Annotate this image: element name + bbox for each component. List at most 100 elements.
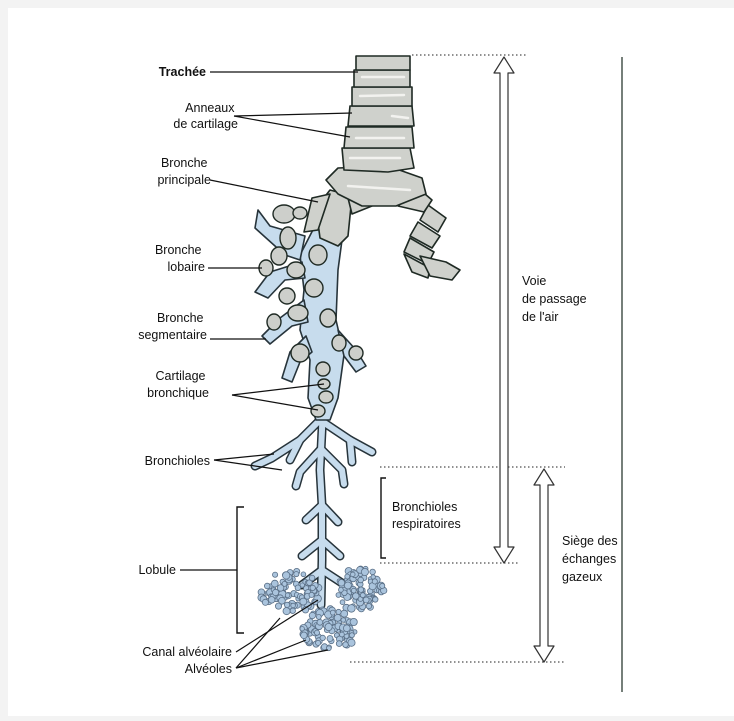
alveolus-0-94: [300, 598, 307, 605]
alveolus-2-92: [325, 623, 332, 630]
label-bronche-principale-line1: Bronche: [161, 156, 208, 170]
label-voie-line1: Voie: [522, 274, 546, 288]
respiratory-bronchioles-bracket: [381, 478, 386, 558]
alveolus-0-79: [291, 603, 296, 608]
alveolus-2-90: [340, 632, 345, 637]
airway-illustration: [255, 56, 460, 651]
label-bronchioles: Bronchioles: [145, 454, 210, 468]
alveolus-0-36: [273, 572, 278, 577]
alveolus-2-42: [317, 619, 323, 625]
respiratory-tree-diagram: Trachée Anneaux de cartilage Bronche pri…: [8, 8, 734, 716]
alveolus-2-63: [316, 640, 321, 645]
segmental-bronchi: [255, 205, 366, 420]
alveolus-0-57: [268, 597, 275, 604]
label-lobule: Lobule: [138, 563, 176, 577]
label-bronche-principale: Bronche principale: [157, 156, 211, 187]
label-anneaux-line2: de cartilage: [173, 117, 238, 131]
alveolus-1-74: [348, 605, 356, 613]
alveolus-0-39: [301, 572, 306, 577]
label-bronche-principale-line2: principale: [157, 173, 211, 187]
label-siege-line1: Siège des: [562, 534, 618, 548]
alveolus-1-70: [366, 603, 371, 608]
alveolus-1-92: [351, 588, 356, 593]
alveolus-0-73: [262, 599, 268, 605]
label-bronche-lobaire: Bronche lobaire: [155, 243, 205, 274]
range-arrows: [494, 57, 554, 662]
alveolus-0-81: [309, 592, 314, 597]
alveolus-1-86: [360, 593, 365, 598]
alveolus-2-80: [343, 642, 349, 648]
label-bronche-segmentaire-line1: Bronche: [157, 311, 204, 325]
label-bronche-segmentaire: Bronche segmentaire: [138, 311, 207, 342]
label-cartilage-bronchique-line2: bronchique: [147, 386, 209, 400]
label-cartilage-bronchique: Cartilage bronchique: [147, 369, 209, 400]
alveolus-1-56: [340, 600, 345, 605]
alveolus-1-90: [339, 588, 344, 593]
alveolus-0-88: [284, 602, 289, 607]
label-bronche-lobaire-line2: lobaire: [167, 260, 205, 274]
label-bronchioles-respiratoires: Bronchioles respiratoires: [392, 500, 461, 531]
label-canal-alveolaire: Canal alvéolaire: [142, 645, 232, 659]
label-alveoles: Alvéoles: [185, 662, 232, 676]
label-siege-line2: échanges: [562, 552, 616, 566]
alveolus-1-35: [336, 593, 341, 598]
alveolus-0-90: [294, 572, 299, 577]
alveolus-2-77: [334, 614, 341, 621]
alveolus-0-87: [283, 572, 290, 579]
alveolus-0-93: [275, 603, 281, 609]
air-passage-arrow: [494, 57, 514, 563]
alveolus-2-85: [300, 627, 304, 631]
alveolus-1-85: [353, 593, 360, 600]
alveolus-2-78: [314, 630, 319, 635]
alveolus-2-83: [350, 618, 357, 625]
label-bronchioles-respiratoires-line1: Bronchioles: [392, 500, 457, 514]
alveolus-1-94: [361, 568, 368, 575]
alveolus-1-69: [380, 583, 385, 588]
alveolus-2-43: [336, 641, 342, 647]
label-anneaux: Anneaux de cartilage: [173, 101, 238, 131]
alveolus-1-87: [373, 597, 378, 602]
alveolus-2-94: [343, 625, 350, 632]
label-anneaux-line1: Anneaux: [185, 101, 235, 115]
alveolus-1-84: [363, 597, 369, 603]
label-siege-echanges: Siège des échanges gazeux: [562, 534, 621, 584]
gas-exchange-arrow: [534, 469, 554, 662]
alveolus-0-16: [271, 580, 278, 587]
label-bronchioles-respiratoires-line2: respiratoires: [392, 517, 461, 531]
alveolus-2-69: [316, 614, 321, 619]
alveolus-1-64: [338, 580, 345, 587]
label-bronche-lobaire-line1: Bronche: [155, 243, 202, 257]
alveolus-2-88: [330, 610, 335, 615]
alveolus-2-9: [341, 610, 348, 617]
alveolus-2-75: [341, 618, 346, 623]
diagram-card: Trachée Anneaux de cartilage Bronche pri…: [8, 8, 734, 716]
alveolus-0-91: [277, 585, 284, 592]
alveolus-0-61: [264, 583, 270, 589]
alveolus-1-75: [358, 577, 364, 583]
alveolus-2-76: [348, 639, 355, 646]
label-trachee: Trachée: [159, 65, 206, 79]
alveolus-0-92: [310, 585, 315, 590]
alveolus-2-84: [336, 609, 341, 614]
label-siege-line3: gazeux: [562, 570, 603, 584]
lobule-bracket: [237, 507, 244, 633]
alveolus-2-93: [349, 633, 354, 638]
label-cartilage-bronchique-line1: Cartilage: [155, 369, 205, 383]
alveolus-2-86: [301, 632, 308, 639]
label-voie-line2: de passage: [522, 292, 587, 306]
alveolus-2-71: [309, 612, 315, 618]
alveolus-1-89: [370, 569, 376, 575]
alveolus-2-68: [327, 636, 333, 642]
alveolus-2-65: [320, 635, 325, 640]
alveolus-1-91: [372, 579, 377, 584]
alveolus-0-78: [295, 585, 301, 591]
alveolus-0-76: [285, 593, 290, 598]
alveolus-0-84: [309, 575, 315, 581]
alveolus-1-79: [351, 572, 356, 577]
alveolus-1-93: [345, 574, 350, 579]
label-voie-passage-air: Voie de passage de l'air: [522, 274, 590, 324]
label-bronche-segmentaire-line2: segmentaire: [138, 328, 207, 342]
alveolus-1-73: [358, 587, 363, 592]
label-voie-line3: de l'air: [522, 310, 558, 324]
